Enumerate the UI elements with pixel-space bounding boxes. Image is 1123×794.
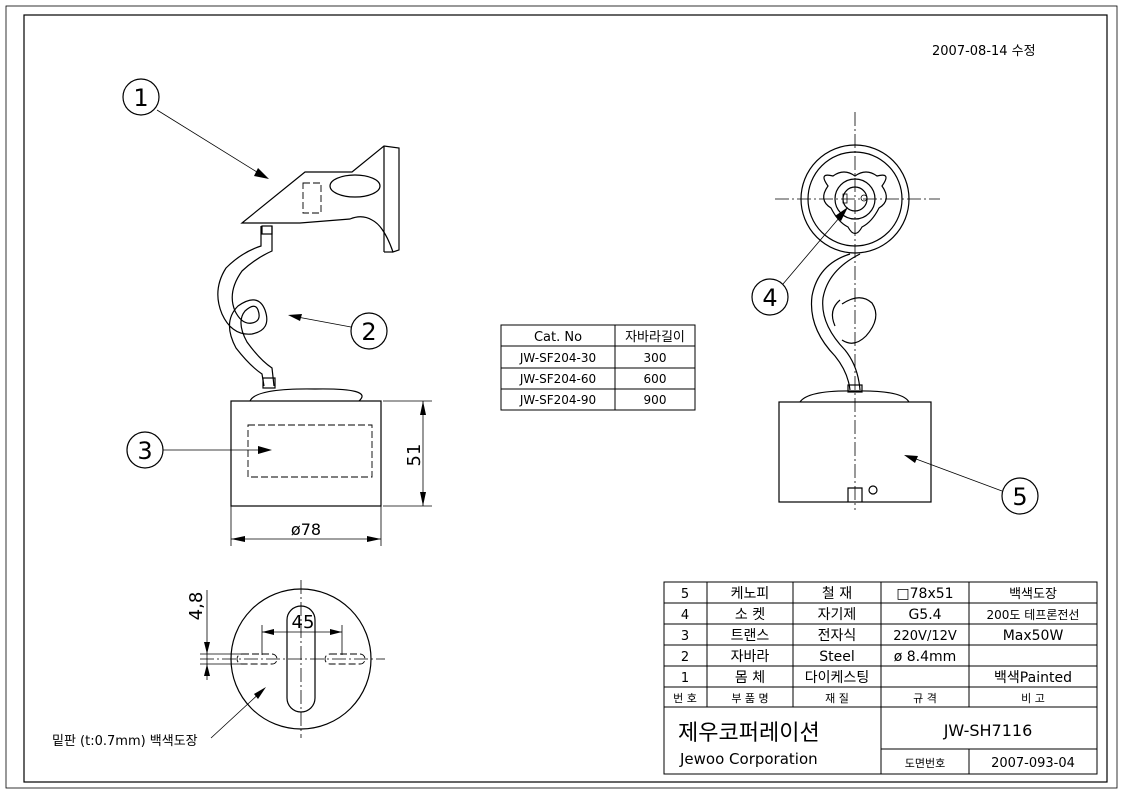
dim-width-label: ø78 [291, 520, 321, 539]
header-note: 비 고 [1021, 692, 1045, 705]
part-2-name: 자바라 [731, 649, 770, 665]
cat-row-3-no: JW-SF204-90 [519, 393, 596, 407]
part-2-material: Steel [819, 649, 855, 665]
company-name-kr: 제우코퍼레이션 [678, 721, 820, 746]
cat-header-no: Cat. No [534, 330, 582, 345]
title-block: 제우코퍼레이션 Jewoo Corporation JW-SH7116 도면번호… [663, 706, 1098, 775]
svg-text:2: 2 [361, 318, 376, 346]
header-no: 번 호 [673, 692, 697, 705]
inner-border [23, 14, 1108, 783]
cat-row-3-len: 900 [644, 393, 667, 407]
lamp-head [240, 145, 400, 253]
drawing-no-label: 도면번호 [905, 757, 945, 770]
side-view: 51 ø78 [217, 145, 432, 546]
dim-slot-width: 4,8 [186, 592, 207, 621]
cat-table: Cat. No 자바라길이 JW-SF204-30 300 JW-SF204-6… [500, 324, 696, 411]
canopy-body [230, 388, 382, 507]
front-canopy [778, 390, 932, 503]
balloon-5: 5 [904, 455, 1039, 515]
cat-row-2-no: JW-SF204-60 [519, 372, 596, 386]
part-4-note: 200도 테프론전선 [987, 608, 1080, 622]
front-arm [810, 253, 877, 393]
lamp-face [800, 144, 910, 254]
dim-slot-spacing: 45 [292, 612, 315, 633]
cat-row-2-len: 600 [644, 372, 667, 386]
part-5-no: 5 [681, 587, 689, 602]
balloon-1: 1 [122, 78, 269, 179]
balloon-2: 2 [288, 312, 388, 350]
part-4-name: 소 켓 [735, 607, 765, 623]
part-3-name: 트랜스 [731, 628, 770, 644]
dim-height: 51 [383, 400, 432, 507]
part-3-no: 3 [681, 629, 689, 644]
header-spec: 규 격 [913, 692, 937, 705]
drawing-no: 2007-093-04 [991, 756, 1075, 771]
header-name: 부 품 명 [731, 692, 768, 705]
cat-header-length: 자바라길이 [625, 330, 685, 345]
parts-table: 5 케노피 철 재 □78x51 백색도장 4 소 켓 자기제 G5.4 200… [663, 581, 1098, 708]
balloon-4: 4 [751, 207, 848, 316]
part-5-spec: □78x51 [896, 586, 953, 602]
dim-height-label: 51 [404, 444, 425, 467]
part-1-material: 다이케스팅 [805, 670, 869, 686]
part-2-spec: ø 8.4mm [894, 649, 957, 665]
company-name-en: Jewoo Corporation [679, 750, 818, 768]
part-1-note: 백색Painted [994, 670, 1072, 686]
part-4-spec: G5.4 [908, 607, 941, 623]
svg-text:4: 4 [762, 284, 777, 312]
gooseneck-arm [217, 225, 276, 389]
part-5-note: 백색도장 [1009, 587, 1057, 602]
balloon-3: 3 [126, 431, 272, 469]
front-view [775, 112, 940, 510]
bottom-plate-view: 45 4,8 [186, 580, 385, 739]
header-material: 재 질 [825, 692, 849, 705]
part-5-material: 철 재 [822, 586, 852, 602]
part-2-no: 2 [681, 650, 689, 665]
part-3-spec: 220V/12V [893, 629, 957, 644]
part-3-note: Max50W [1003, 628, 1064, 644]
dim-width: ø78 [230, 506, 382, 546]
part-3-material: 전자식 [818, 628, 857, 644]
cat-row-1-len: 300 [644, 351, 667, 365]
cat-row-1-no: JW-SF204-30 [519, 351, 596, 365]
base-plate-note: 밑판 (t:0.7mm) 백색도장 [52, 734, 198, 749]
part-1-name: 몸 체 [735, 670, 765, 686]
svg-text:5: 5 [1012, 483, 1027, 511]
svg-text:1: 1 [133, 84, 148, 112]
part-4-no: 4 [681, 608, 689, 623]
part-5-name: 케노피 [731, 586, 770, 602]
part-4-material: 자기제 [818, 607, 857, 623]
revision-note: 2007-08-14 수정 [932, 44, 1036, 59]
model-number: JW-SH7116 [943, 721, 1033, 740]
svg-text:3: 3 [137, 437, 152, 465]
outer-border [5, 5, 1118, 789]
part-1-no: 1 [681, 671, 689, 686]
